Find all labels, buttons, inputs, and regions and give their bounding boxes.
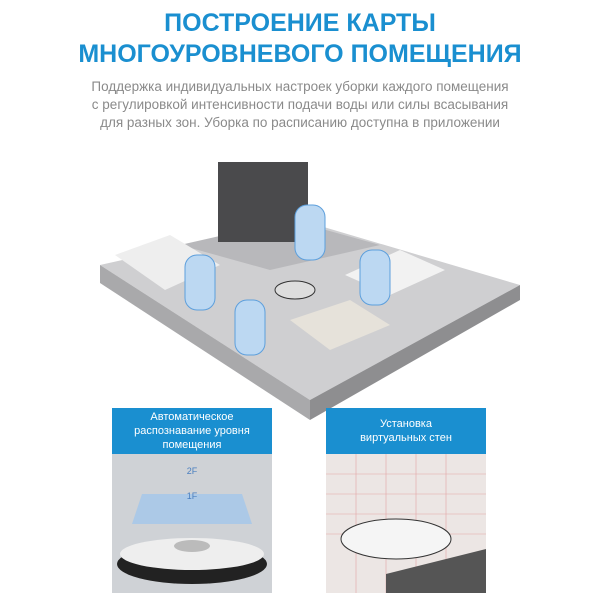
room-card (359, 249, 391, 306)
page-title: ПОСТРОЕНИЕ КАРТЫ МНОГОУРОВНЕВОГО ПОМЕЩЕН… (0, 8, 600, 70)
robot-sensor (174, 540, 210, 552)
title-line: ПОСТРОЕНИЕ КАРТЫ (164, 9, 436, 37)
floor-plan-illustration (100, 162, 520, 420)
robot-vacuum (340, 518, 452, 560)
wall-section (386, 549, 486, 593)
title-line: МНОГОУРОВНЕВОГО ПОМЕЩЕНИЯ (78, 40, 522, 68)
robot-vacuum (274, 280, 316, 300)
room-card (294, 204, 326, 261)
description-line: для разных зон. Уборка по расписанию дос… (100, 115, 500, 130)
feature-caption: Автоматическое распознавание уровня поме… (112, 408, 272, 454)
scan-area (132, 494, 252, 524)
robot-level-image: 2F 1F (112, 454, 272, 593)
room-card (184, 254, 216, 311)
feature-level-recognition: Автоматическое распознавание уровня поме… (112, 408, 272, 593)
floor-edge (100, 265, 310, 420)
description: Поддержка индивидуальных настроек уборки… (0, 78, 600, 132)
description-line: Поддержка индивидуальных настроек уборки… (91, 79, 509, 94)
sofa (290, 300, 390, 350)
room-card (234, 299, 266, 356)
floor-label: 2F (187, 466, 198, 476)
kitchen-cabinets (218, 162, 308, 242)
description-line: с регулировкой интенсивности подачи воды… (91, 97, 509, 112)
feature-caption: Установка виртуальных стен (326, 408, 486, 454)
robot-top (120, 538, 264, 570)
floor-edge (310, 285, 520, 420)
feature-virtual-walls: Установка виртуальных стен (326, 408, 486, 593)
virtual-walls-image (326, 454, 486, 593)
floor-label: 1F (187, 491, 198, 501)
kitchen-floor (180, 220, 380, 270)
